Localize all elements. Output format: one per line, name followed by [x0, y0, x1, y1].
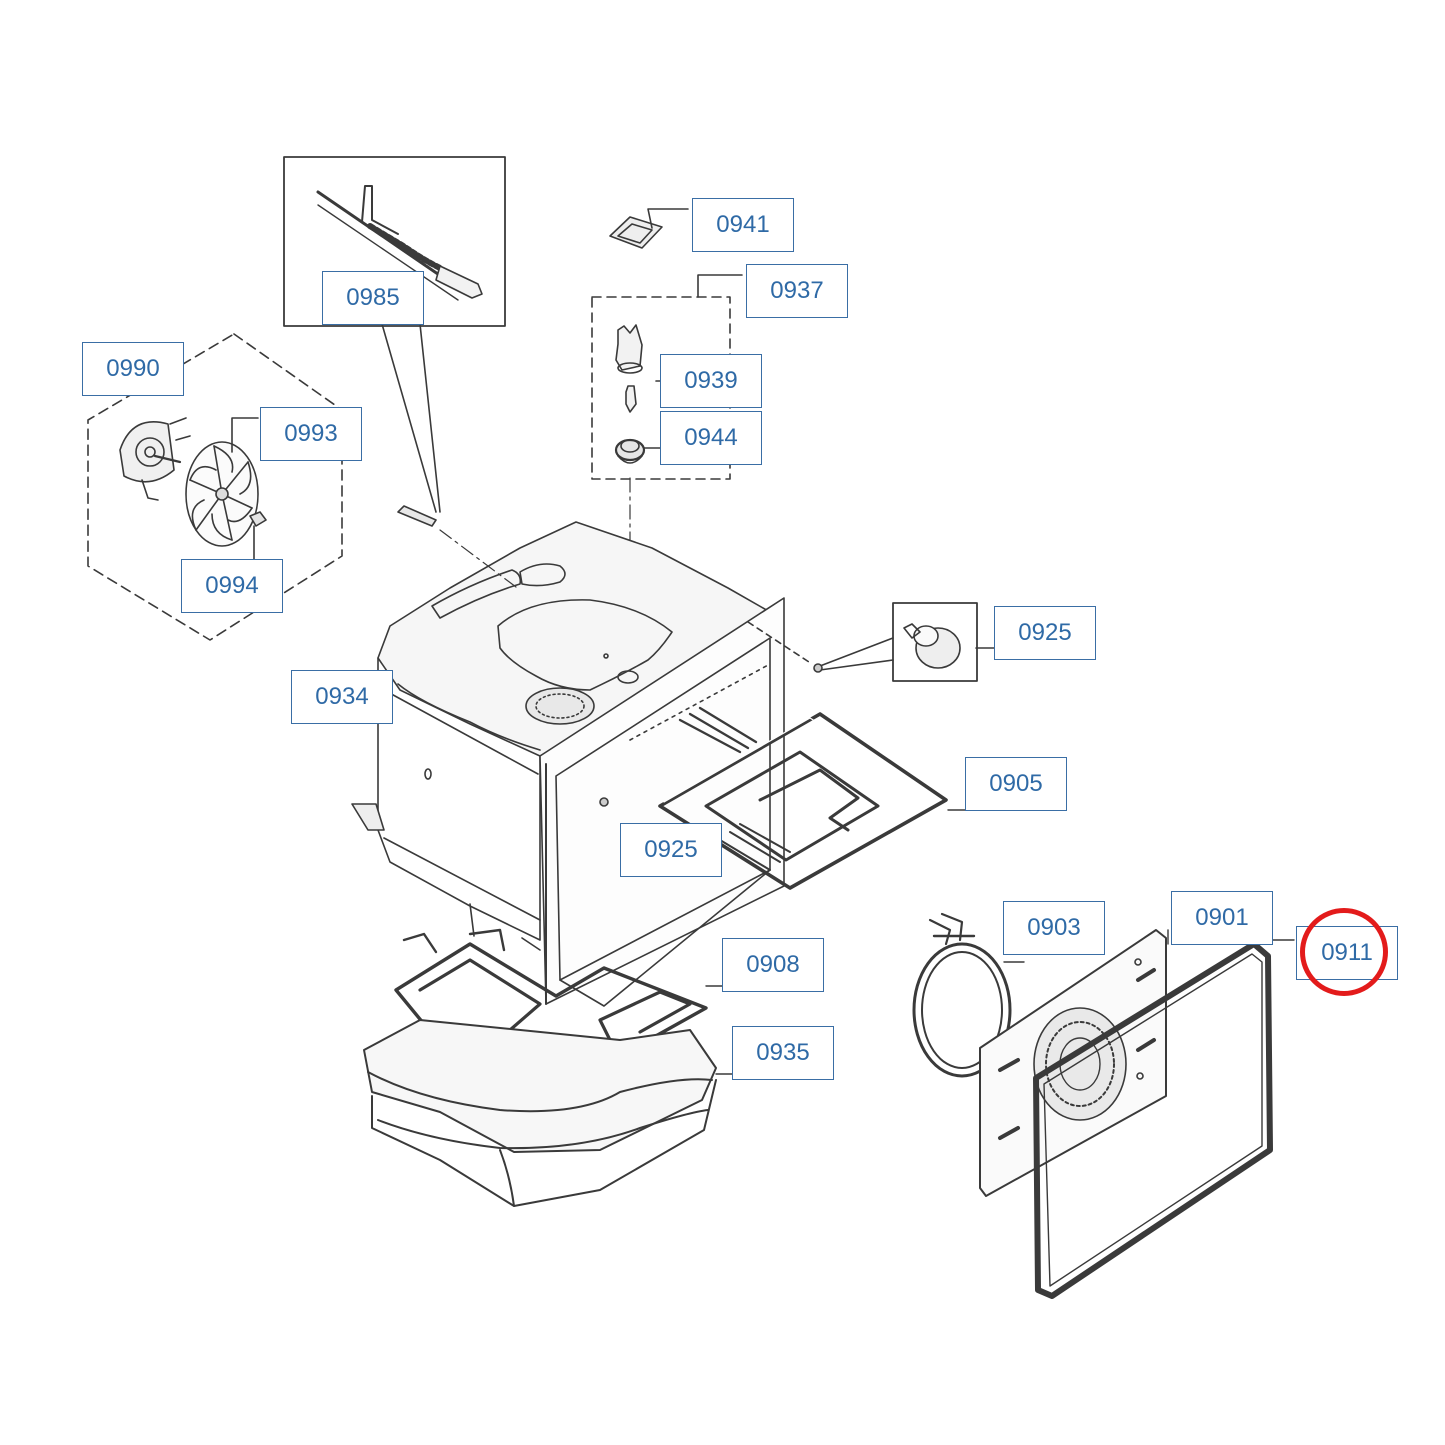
- callout-label-0925-knob[interactable]: 0925: [994, 606, 1096, 660]
- callout-label-0994[interactable]: 0994: [181, 559, 283, 613]
- callout-label-0985[interactable]: 0985: [322, 271, 424, 325]
- callout-label-0941[interactable]: 0941: [692, 198, 794, 252]
- callout-label-0939[interactable]: 0939: [660, 354, 762, 408]
- oven-cavity: [351, 521, 785, 1007]
- fan-motor-assembly: [87, 333, 343, 641]
- sensor-part: [609, 208, 689, 249]
- callout-label-0908[interactable]: 0908: [722, 938, 824, 992]
- insulation-blanket: [363, 1019, 733, 1207]
- callout-label-0903[interactable]: 0903: [1003, 901, 1105, 955]
- callout-label-0935[interactable]: 0935: [732, 1026, 834, 1080]
- callout-label-0937[interactable]: 0937: [746, 264, 848, 318]
- rear-panel: [979, 929, 1169, 1197]
- callout-label-0901[interactable]: 0901: [1171, 891, 1273, 945]
- knob-detail: [747, 602, 995, 682]
- grill-element: [658, 706, 987, 890]
- callout-label-0925-frame[interactable]: 0925: [620, 823, 722, 877]
- callout-label-0993[interactable]: 0993: [260, 407, 362, 461]
- callout-label-0911[interactable]: 0911: [1296, 926, 1398, 980]
- hinge-rod-detail: [283, 156, 506, 527]
- circular-heating-element: [912, 912, 1025, 1078]
- callout-label-0944[interactable]: 0944: [660, 411, 762, 465]
- callout-label-0990[interactable]: 0990: [82, 342, 184, 396]
- callout-label-0934[interactable]: 0934: [291, 670, 393, 724]
- callout-label-0905[interactable]: 0905: [965, 757, 1067, 811]
